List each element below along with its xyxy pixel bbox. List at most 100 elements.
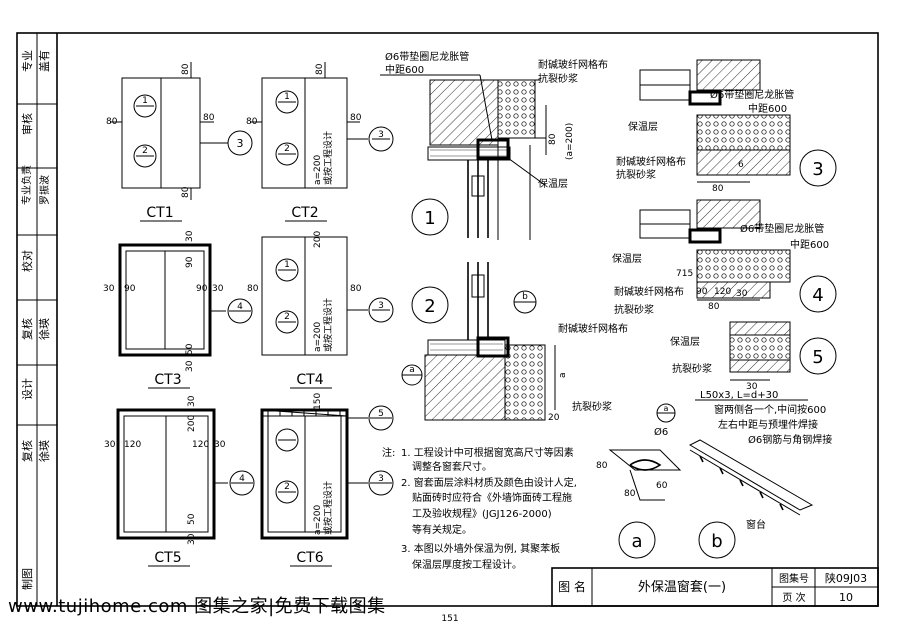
label-ct3: CT3 <box>154 372 181 388</box>
sidebar-role-6: 复核 <box>20 440 34 462</box>
marker-detail-a: a <box>664 404 669 413</box>
dim-da-80b: 80 <box>624 489 636 499</box>
frame-ct6: 2 150 a=200 或按工程设计 5 3 CT6 <box>260 393 394 567</box>
detail-marker-b: b <box>711 531 722 552</box>
title-block: 图 名 外保温窗套(一) 图集号 陕09J03 页 次 10 <box>551 567 879 607</box>
weld-note-1: 窗两侧各一个,中间按600 <box>714 403 826 416</box>
dim-s3-6: 6 <box>738 160 744 170</box>
dim-ct1-80l: 80 <box>106 117 118 127</box>
dim-ct6-a: a=200 <box>313 504 323 535</box>
note-3a: 3. 本图以外墙外保温为例, 其聚苯板 <box>401 542 560 555</box>
atlas-label: 图集号 <box>779 572 809 585</box>
marker-ct4-3: 3 <box>378 301 384 311</box>
dim-s2-a: a <box>558 372 568 378</box>
dim-ct3-50b: 50 <box>185 343 195 355</box>
dim-ct3-90l: 90 <box>124 284 136 294</box>
sidebar-sign-4: 徐瑛 <box>37 318 51 340</box>
weld-note-2: 左右中距与预埋件焊接 <box>718 418 818 431</box>
dim-s3-80: 80 <box>712 184 724 194</box>
sidebar-role-0: 专业 <box>20 50 34 72</box>
s4-mortar: 抗裂砂浆 <box>614 303 654 316</box>
frame-ct1: 1 2 80 80 80 80 3 CT1 <box>106 62 253 222</box>
sidebar-role-4: 复核 <box>20 318 34 340</box>
dim-ct4-80r: 80 <box>350 284 362 294</box>
s3-mortar: 抗裂砂浆 <box>616 168 656 181</box>
marker-ct2-1: 1 <box>284 92 290 102</box>
dim-s4-120: 120 <box>714 287 731 297</box>
note-3b: 保温层厚度按工程设计。 <box>412 558 522 571</box>
sidebar-role-1: 审核 <box>20 113 34 135</box>
s4-mesh: 耐碱玻纤网格布 <box>614 285 684 298</box>
section-detail-5: 保温层 抗裂砂浆 30 5 <box>670 321 837 392</box>
marker-ct6-3: 3 <box>378 474 384 484</box>
dim-ct3-30r: 30 <box>212 284 224 294</box>
dim-ct5-200t: 200 <box>187 415 197 432</box>
dim-ct5-120l: 120 <box>124 440 141 450</box>
s4-spacing: 中距600 <box>790 238 829 251</box>
signature-sidebar: 专业 盖有 审核 专业负责 罗振波 校对 复核 徐瑛 设计 复核 徐瑛 制图 <box>17 33 57 606</box>
marker-ct5-4: 4 <box>239 474 245 484</box>
sidebar-role-5: 设计 <box>21 378 34 400</box>
sheet-border <box>16 32 879 607</box>
dim-s5-30: 30 <box>746 382 758 392</box>
section-detail-2: 2 b 耐碱玻纤网格布 a a 20 抗裂砂浆 <box>401 262 628 423</box>
dim-ct3-30b: 30 <box>185 360 195 372</box>
note-2d: 等有关规定。 <box>412 523 472 536</box>
dim-s2-20: 20 <box>548 413 560 423</box>
phi6: Ø6 <box>654 426 668 438</box>
note-2b: 贴面砖时应符合《外墙饰面砖工程施 <box>412 491 572 504</box>
dim-ct5-30l: 30 <box>104 440 116 450</box>
sidebar-role-2: 专业负责 <box>20 165 33 205</box>
weld-note-3: Ø6钢筋与角钢焊接 <box>748 433 832 446</box>
page-number: 10 <box>839 591 853 604</box>
dim-ct4-200: 200 <box>313 231 323 248</box>
s3-anchor: Ø6带垫圈尼龙胀管 <box>710 88 794 101</box>
label-ct1: CT1 <box>146 205 173 221</box>
section-detail-1: Ø6带垫圈尼龙胀管 中距600 耐碱玻纤网格布 抗裂砂浆 80 (a=200) … <box>380 50 608 240</box>
dim-ct4-80l: 80 <box>247 284 259 294</box>
dim-s4-715: 715 <box>676 269 693 279</box>
dim-ct1-80r: 80 <box>203 113 215 123</box>
dim-ct6-150: 150 <box>313 393 323 410</box>
s1-anchor: Ø6带垫圈尼龙胀管 <box>385 50 469 63</box>
section-marker-4: 4 <box>812 285 823 306</box>
title-name-label: 图 名 <box>558 579 586 594</box>
s4-insulation: 保温层 <box>612 252 642 265</box>
marker-ct2-2: 2 <box>284 144 290 154</box>
dim-s1-a: (a=200) <box>565 123 575 160</box>
dim-da-60: 60 <box>656 481 668 491</box>
marker-ct2-3: 3 <box>378 130 384 140</box>
dim-ct5-50b: 50 <box>187 513 197 525</box>
marker-ct4-1: 1 <box>284 260 290 270</box>
dim-ct4-design: 或按工程设计 <box>322 298 334 352</box>
section-marker-1: 1 <box>424 208 435 229</box>
section-marker-3: 3 <box>812 159 823 180</box>
steel-spec: L50x3, L=d+30 <box>700 390 778 401</box>
dim-ct2-a: a=200 <box>313 154 323 185</box>
sidebar-sign-2: 罗振波 <box>38 175 51 205</box>
marker-ct4-2: 2 <box>284 312 290 322</box>
note-1a: 1. 工程设计中可根据窗宽高尺寸等因素 <box>401 446 574 459</box>
frame-ct4: 1 2 80 80 200 a=200 或按工程设计 3 CT4 <box>247 231 394 389</box>
dim-ct3-30t: 30 <box>185 230 195 242</box>
dim-s4-90: 90 <box>696 287 708 297</box>
label-ct4: CT4 <box>296 372 323 388</box>
marker-s2-a: a <box>409 365 415 375</box>
s4-anchor: Ø6带垫圈尼龙胀管 <box>740 222 824 235</box>
dim-ct4-a: a=200 <box>313 321 323 352</box>
dim-ct5-30b: 30 <box>187 533 197 545</box>
title-text: 外保温窗套(一) <box>638 579 726 595</box>
s3-insulation: 保温层 <box>628 120 658 133</box>
frame-ct5: 30 120 120 30 30 200 50 30 4 CT5 <box>104 395 255 567</box>
dim-ct3-30l: 30 <box>103 284 115 294</box>
sheet-number: 151 <box>441 614 458 623</box>
s1-insulation: 保温层 <box>538 177 568 190</box>
section-marker-5: 5 <box>812 347 823 368</box>
s2-mortar: 抗裂砂浆 <box>572 400 612 413</box>
details-a-b: L50x3, L=d+30 窗两侧各一个,中间按600 左右中距与预埋件焊接 Ø… <box>596 390 832 559</box>
note-1b: 调整各窗套尺寸。 <box>412 460 492 473</box>
marker-ct1-3: 3 <box>237 137 244 150</box>
dim-ct6-design: 或按工程设计 <box>322 481 334 535</box>
